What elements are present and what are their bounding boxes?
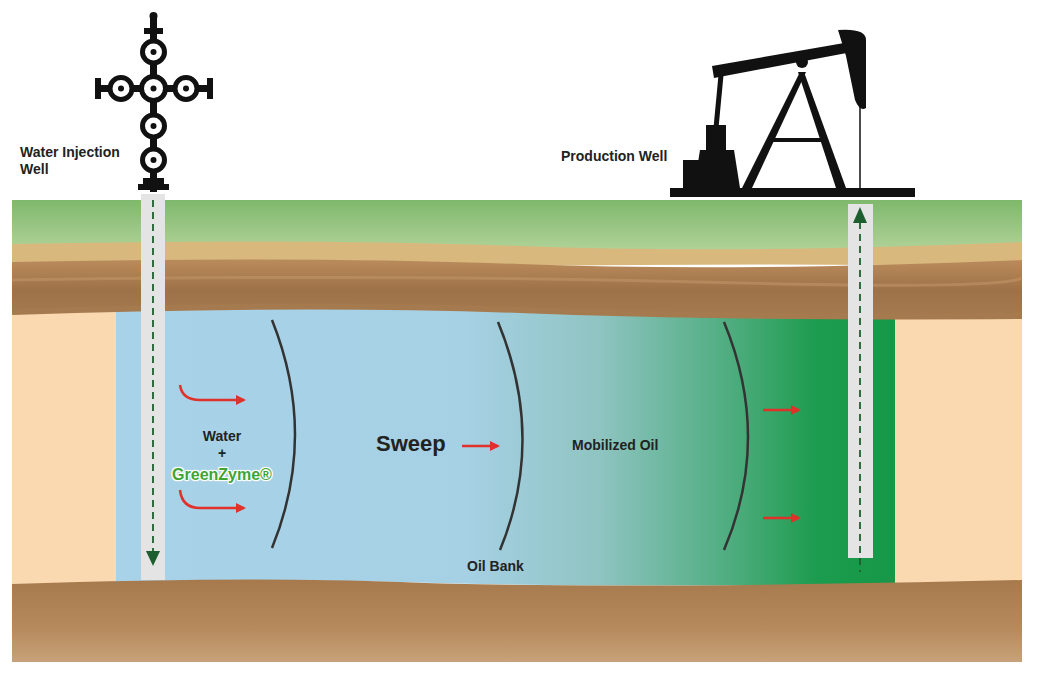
sweep-front: [724, 322, 748, 550]
sweep-front: [272, 320, 295, 548]
zone-label: Mobilized Oil: [572, 437, 658, 454]
sweep-front: [498, 322, 523, 550]
wellhead: [95, 12, 213, 192]
base-rock-layer: [12, 579, 1022, 662]
rock-wall: [893, 316, 1022, 584]
well-label: Production Well: [561, 148, 667, 165]
product-label: GreenZyme®: [172, 465, 272, 484]
zone-label: Oil Bank: [467, 558, 524, 575]
injection-pipe: [141, 194, 165, 580]
fluid-label: +: [218, 445, 226, 462]
reservoir-zone: [116, 307, 895, 586]
flow-arrows: [180, 385, 799, 518]
well-label: Water Injection Well: [20, 144, 145, 178]
sweep-label: Sweep: [376, 431, 446, 457]
rock-wall: [12, 312, 118, 584]
pumpjack: [670, 30, 915, 197]
fluid-label: Water: [203, 428, 241, 445]
